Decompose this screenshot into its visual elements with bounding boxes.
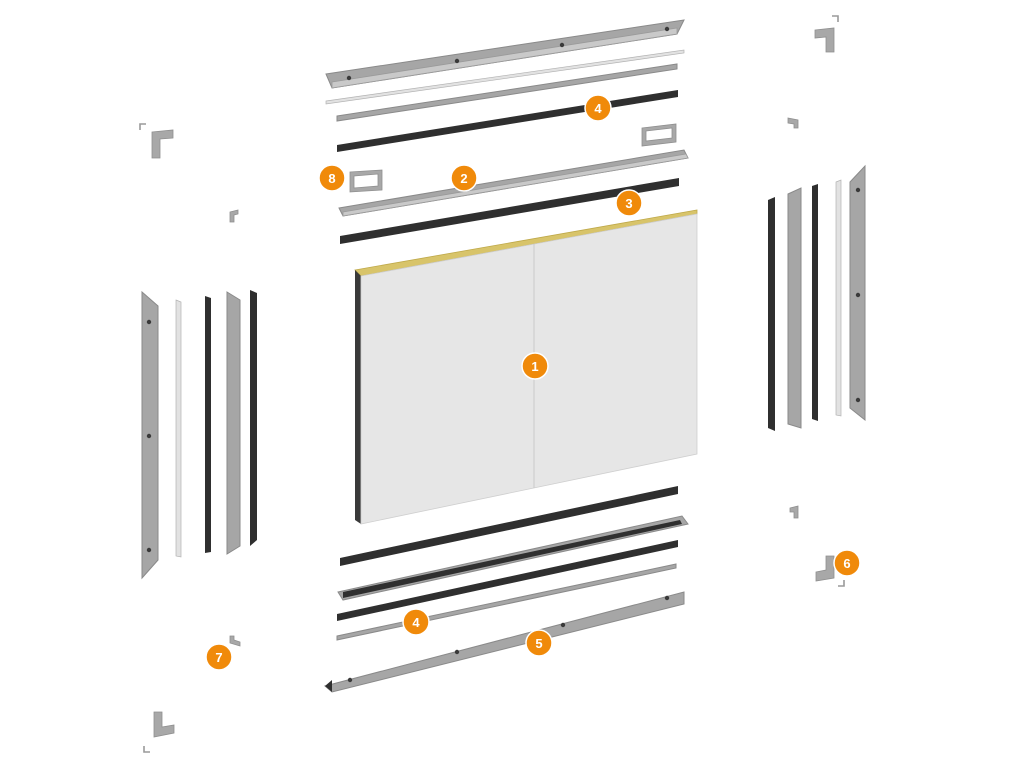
connector-bracket-right: [641, 123, 677, 147]
right-seal-strip-outer: [768, 197, 775, 431]
corner-small-bottom-left: [229, 635, 241, 647]
bottom-angle-profile-shadow: [343, 520, 682, 598]
right-seal-strip: [812, 184, 818, 421]
left-angle-profile: [226, 291, 241, 555]
right-thin-strip: [835, 179, 842, 417]
bottom-profile-hole: [347, 677, 353, 683]
top-profile-hole: [559, 42, 565, 48]
callout-5-label: 5: [535, 636, 542, 651]
top-lower-seal-strip: [340, 178, 679, 244]
bottom-profile-hole: [560, 622, 566, 628]
callout-1: 1: [521, 352, 549, 380]
callout-1-label: 1: [531, 359, 538, 374]
callout-6: 6: [833, 549, 861, 577]
top-profile-hole: [664, 26, 670, 32]
corner-tick-bottom-right: [838, 580, 845, 587]
right-profile-hole: [855, 397, 861, 403]
right-angle-profile: [787, 187, 802, 429]
callout-6-label: 6: [843, 556, 850, 571]
panel-left-edge: [355, 270, 361, 524]
bottom-profile-hole: [664, 595, 670, 601]
callout-8: 8: [318, 164, 346, 192]
top-profile-hole: [454, 58, 460, 64]
left-thin-strip: [175, 299, 182, 558]
right-profile-hole: [855, 292, 861, 298]
callout-badges: 1 2 3 4 4 5 6 7: [205, 94, 861, 671]
bottom-rail-stack: [323, 486, 689, 693]
bottom-upper-seal-strip: [340, 486, 678, 566]
corner-piece-top-right: [814, 27, 835, 53]
top-rail-stack: [325, 19, 689, 244]
left-profile-hole: [146, 433, 152, 439]
callout-3-label: 3: [625, 196, 632, 211]
callout-4-bottom: 4: [402, 608, 430, 636]
corner-tick-top-right: [832, 15, 839, 22]
callout-4-bottom-label: 4: [412, 615, 420, 630]
callout-7-label: 7: [215, 650, 222, 665]
top-light-strip: [336, 63, 678, 122]
left-seal-strip: [205, 296, 211, 553]
corner-pieces: [139, 15, 845, 753]
top-seal-strip: [337, 90, 678, 152]
callout-5: 5: [525, 629, 553, 657]
callout-3: 3: [615, 189, 643, 217]
left-profile-hole: [146, 319, 152, 325]
right-profile-hole: [855, 187, 861, 193]
top-frame-profile-lip: [331, 27, 678, 89]
callout-4-top: 4: [584, 94, 612, 122]
left-seal-strip-outer: [250, 290, 257, 546]
callout-7: 7: [205, 643, 233, 671]
bottom-seal-strip: [337, 540, 678, 621]
bottom-profile-hole: [454, 649, 460, 655]
callout-2: 2: [450, 164, 478, 192]
corner-small-bottom-right: [789, 505, 799, 519]
left-profile-hole: [146, 547, 152, 553]
left-vertical-stack: [141, 290, 257, 580]
corner-piece-bottom-right: [815, 555, 835, 582]
callout-2-label: 2: [460, 171, 467, 186]
connector-bracket-left: [349, 169, 383, 193]
top-thin-strip: [325, 49, 685, 105]
top-profile-hole: [346, 75, 352, 81]
corner-tick-top-left: [139, 123, 146, 130]
corner-small-top-left: [229, 209, 239, 223]
bottom-frame-profile-edge: [325, 680, 332, 692]
callout-4-top-label: 4: [594, 101, 602, 116]
corner-small-top-right: [787, 117, 799, 129]
corner-piece-bottom-left: [153, 711, 175, 738]
callout-8-label: 8: [328, 171, 335, 186]
top-angle-profile-face: [342, 153, 689, 217]
corner-tick-bottom-left: [143, 746, 150, 753]
bottom-thin-strip: [336, 563, 677, 641]
right-vertical-stack: [768, 164, 866, 431]
corner-piece-top-left: [151, 129, 174, 159]
